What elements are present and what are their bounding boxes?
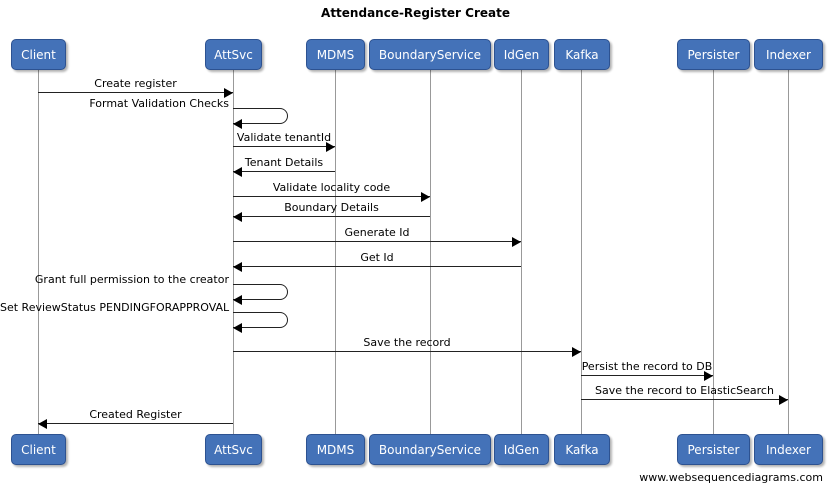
message-label-set-reviewstatus-pendingforapproval: Set ReviewStatus PENDINGFORAPPROVAL <box>0 301 230 314</box>
participant-label: BoundaryService <box>378 47 482 62</box>
message-label-tenant-details: Tenant Details <box>244 156 324 169</box>
message-label-save-the-record-to-elasticsearch: Save the record to ElasticSearch <box>595 384 774 397</box>
arrowhead-right-icon <box>704 371 713 381</box>
participant-mdms-top[interactable]: MDMS <box>306 39 365 70</box>
participant-label: Persister <box>687 47 740 62</box>
participant-indexer-top[interactable]: Indexer <box>754 39 823 70</box>
arrowhead-right-icon <box>224 88 233 98</box>
lifeline-attsvc <box>233 70 234 434</box>
arrowhead-left-icon <box>38 419 47 429</box>
message-line-boundary-details <box>233 216 430 217</box>
arrowhead-right-icon <box>572 347 581 357</box>
message-label-validate-locality-code: Validate locality code <box>272 181 391 194</box>
participant-label: MDMS <box>316 47 355 62</box>
message-line-generate-id <box>233 241 521 242</box>
diagram-footer: www.websequencediagrams.com <box>639 471 823 484</box>
arrowhead-right-icon <box>421 192 430 202</box>
message-label-validate-tenantid: Validate tenantId <box>236 131 332 144</box>
message-label-create-register: Create register <box>94 77 177 90</box>
lifeline-kafka <box>581 70 582 434</box>
lifeline-idgen <box>521 70 522 434</box>
arrowhead-right-icon <box>512 237 521 247</box>
participant-label: AttSvc <box>214 47 253 62</box>
participant-label: AttSvc <box>214 442 253 457</box>
participant-label: Kafka <box>565 47 599 62</box>
self-message-loop-format-validation-checks <box>233 108 288 124</box>
participant-label: Persister <box>687 442 740 457</box>
participant-label: IdGen <box>503 442 540 457</box>
message-line-get-id <box>233 266 521 267</box>
participant-persister-top[interactable]: Persister <box>677 39 750 70</box>
lifeline-client <box>38 70 39 434</box>
message-line-created-register <box>38 423 233 424</box>
message-line-validate-tenantid <box>233 146 335 147</box>
participant-idgen-top[interactable]: IdGen <box>494 39 549 70</box>
participant-boundaryservice-top[interactable]: BoundaryService <box>369 39 491 70</box>
participant-mdms-bottom[interactable]: MDMS <box>306 434 365 465</box>
participant-label: BoundaryService <box>378 442 482 457</box>
message-label-created-register: Created Register <box>89 408 182 421</box>
message-line-validate-locality-code <box>233 196 430 197</box>
message-label-format-validation-checks: Format Validation Checks <box>89 97 229 110</box>
arrowhead-left-icon <box>233 323 242 333</box>
self-message-loop-set-reviewstatus-pendingforapproval <box>233 312 288 328</box>
arrowhead-left-icon <box>233 295 242 305</box>
message-line-save-the-record-to-elasticsearch <box>581 399 788 400</box>
participant-persister-bottom[interactable]: Persister <box>677 434 750 465</box>
arrowhead-left-icon <box>233 119 242 129</box>
arrowhead-left-icon <box>233 167 242 177</box>
message-line-create-register <box>38 92 233 93</box>
participant-label: MDMS <box>316 442 355 457</box>
participant-attsvc-top[interactable]: AttSvc <box>205 39 262 70</box>
participant-label: Client <box>21 442 56 457</box>
message-line-persist-the-record-to-db <box>581 375 713 376</box>
message-line-save-the-record <box>233 351 581 352</box>
participant-kafka-top[interactable]: Kafka <box>554 39 610 70</box>
message-label-get-id: Get Id <box>360 251 394 264</box>
self-message-loop-grant-full-permission-to-the-creator <box>233 284 288 300</box>
message-label-persist-the-record-to-db: Persist the record to DB <box>581 360 713 373</box>
participant-label: IdGen <box>503 47 540 62</box>
diagram-title: Attendance-Register Create <box>321 6 510 20</box>
message-line-tenant-details <box>233 171 335 172</box>
arrowhead-right-icon <box>326 142 335 152</box>
message-label-generate-id: Generate Id <box>344 226 410 239</box>
lifeline-indexer <box>788 70 789 434</box>
lifeline-mdms <box>335 70 336 434</box>
participant-idgen-bottom[interactable]: IdGen <box>494 434 549 465</box>
participant-label: Indexer <box>766 47 811 62</box>
participant-indexer-bottom[interactable]: Indexer <box>754 434 823 465</box>
arrowhead-left-icon <box>233 262 242 272</box>
participant-client-top[interactable]: Client <box>11 39 66 70</box>
message-label-grant-full-permission-to-the-creator: Grant full permission to the creator <box>34 273 229 286</box>
participant-label: Kafka <box>565 442 599 457</box>
lifeline-persister <box>713 70 714 434</box>
participant-boundaryservice-bottom[interactable]: BoundaryService <box>369 434 491 465</box>
participant-label: Indexer <box>766 442 811 457</box>
arrowhead-right-icon <box>779 395 788 405</box>
message-label-boundary-details: Boundary Details <box>284 201 379 214</box>
participant-label: Client <box>21 47 56 62</box>
lifeline-boundaryservice <box>430 70 431 434</box>
participant-attsvc-bottom[interactable]: AttSvc <box>205 434 262 465</box>
arrowhead-left-icon <box>233 212 242 222</box>
participant-kafka-bottom[interactable]: Kafka <box>554 434 610 465</box>
message-label-save-the-record: Save the record <box>363 336 451 349</box>
participant-client-bottom[interactable]: Client <box>11 434 66 465</box>
